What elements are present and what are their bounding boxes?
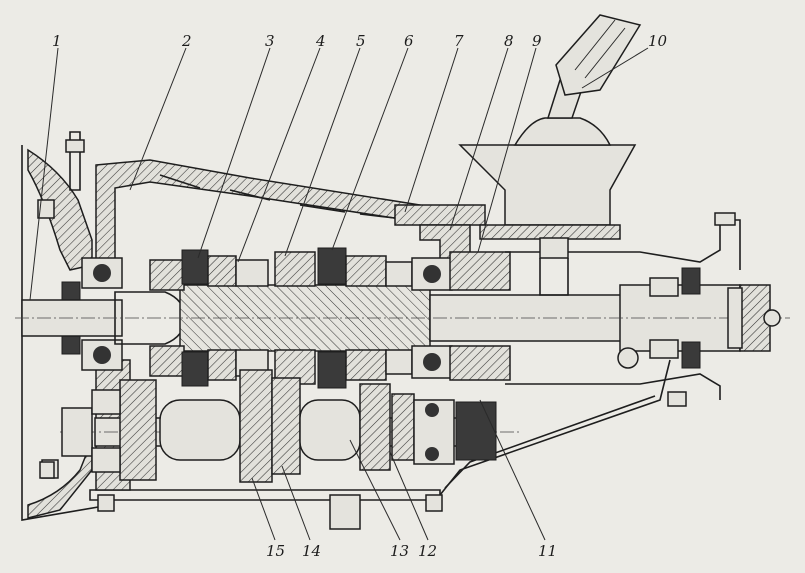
callout-labels: 1 2 3 4 5 6 7 8 9 10 11 12 13 14 15 [52, 32, 668, 560]
callout-9: 9 [532, 32, 542, 50]
callout-1: 1 [52, 32, 62, 50]
callout-3: 3 [265, 32, 275, 50]
callout-12: 12 [418, 542, 437, 560]
callout-5: 5 [356, 32, 366, 50]
fasteners [39, 212, 736, 512]
extension-housing [505, 219, 741, 400]
leader-lines [29, 47, 649, 541]
callout-15: 15 [266, 542, 285, 560]
callout-11: 11 [538, 542, 557, 560]
callout-7: 7 [454, 32, 464, 50]
rear-bearing [411, 251, 511, 381]
callout-14: 14 [302, 542, 321, 560]
clutch-housing [21, 131, 111, 521]
callout-6: 6 [404, 32, 414, 50]
countershaft [60, 369, 520, 483]
callout-8: 8 [504, 32, 514, 50]
input-bearing [61, 257, 123, 371]
callout-2: 2 [181, 32, 192, 50]
callout-13: 13 [390, 542, 409, 560]
output-flange [727, 284, 781, 352]
callout-4: 4 [315, 32, 326, 50]
shift-tower [458, 14, 642, 296]
callout-10: 10 [648, 32, 668, 50]
